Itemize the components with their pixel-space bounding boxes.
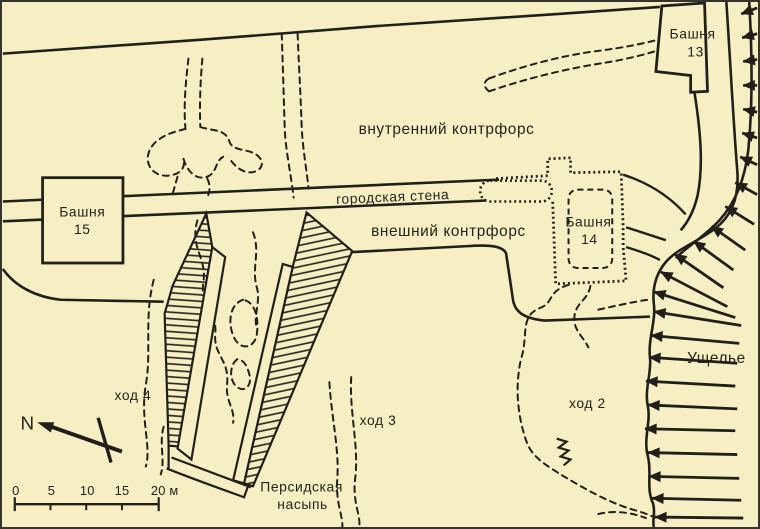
tower-15-label: Башня 15	[59, 203, 105, 237]
svg-text:15: 15	[115, 483, 130, 498]
svg-text:20 м: 20 м	[151, 483, 179, 498]
tower-14-structure	[478, 156, 687, 286]
north-arrow	[37, 417, 123, 463]
svg-text:Башня: Башня	[59, 203, 105, 219]
tower-13-label: Башня 13	[670, 26, 716, 60]
svg-text:0: 0	[12, 483, 19, 498]
tower-13-outline	[654, 2, 709, 94]
svg-text:14: 14	[581, 231, 598, 247]
scale-bar-labels: 0 5 10 15 20 м	[12, 483, 178, 498]
steps-zigzag-mark	[556, 437, 573, 467]
svg-text:Персидская: Персидская	[260, 478, 343, 494]
scale-bar	[13, 497, 160, 512]
persian-mound-label: Персидская насыпь	[260, 478, 343, 512]
passage-3-label: ход 3	[360, 412, 397, 428]
svg-text:10: 10	[80, 483, 95, 498]
north-label: N	[21, 413, 35, 434]
excavation-trails	[143, 32, 665, 527]
svg-text:Башня: Башня	[670, 26, 716, 42]
svg-text:5: 5	[48, 483, 55, 498]
inner-buttress-label: внутренний контрфорс	[359, 121, 535, 138]
svg-text:13: 13	[687, 44, 704, 60]
outer-buttress-boundary	[2, 244, 650, 322]
svg-text:15: 15	[74, 221, 91, 237]
gorge-label: Ущелье	[687, 350, 746, 367]
gorge-hachures	[644, 4, 758, 523]
passage-2-label: ход 2	[569, 395, 606, 411]
city-wall-label: городская стена	[336, 186, 450, 207]
svg-text:насыпь: насыпь	[277, 496, 328, 512]
persian-mound-ramps	[163, 209, 354, 499]
tower-15-outline	[41, 176, 125, 265]
outer-buttress-label: внешний контрфорс	[371, 223, 526, 240]
passage-4-label: ход 4	[114, 387, 151, 403]
tower-14-label: Башня 14	[565, 213, 611, 247]
svg-text:Башня: Башня	[565, 213, 611, 229]
north-boundary-line	[2, 5, 660, 55]
